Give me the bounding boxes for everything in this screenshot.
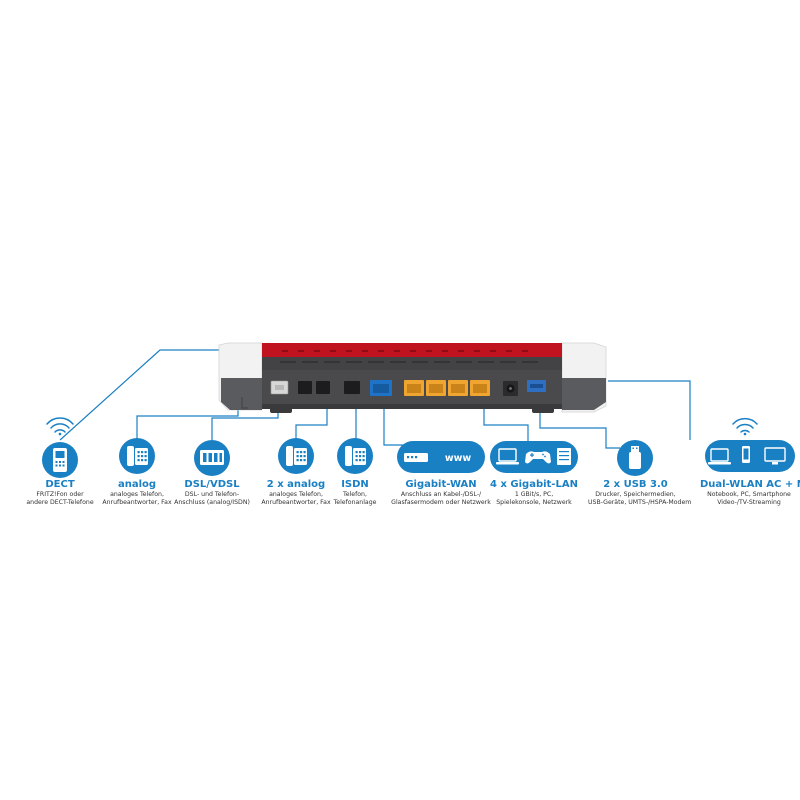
dect-phone-icon <box>42 417 78 478</box>
feature-description: analoges Telefon, <box>269 491 323 498</box>
feature-description: Telefon, <box>343 491 367 498</box>
analog-phone-icon <box>278 438 314 474</box>
isdn-phone-icon <box>337 438 373 474</box>
www-label: www <box>445 453 472 464</box>
feature-wlan: Dual-WLAN AC + N Notebook, PC, Smartphon… <box>700 478 800 508</box>
feature-usb: 2 x USB 3.0 Drucker, Speichermedien, USB… <box>588 478 692 508</box>
feature-title: Gigabit-WAN <box>405 479 477 490</box>
feature-description: FRITZ!Fon oder <box>36 491 84 498</box>
feature-description: analoges Telefon, <box>110 491 164 498</box>
feature-description: Notebook, PC, Smartphone <box>707 491 791 498</box>
feature-title: DECT <box>45 479 75 490</box>
connector-lan <box>483 398 529 445</box>
feature-description: Anschluss an Kabel-/DSL-/ <box>400 491 482 498</box>
feature-title: ISDN <box>341 479 369 490</box>
connector-wlan <box>608 380 691 440</box>
feature-title: DSL/VDSL <box>184 479 240 490</box>
phone-port-2 <box>316 381 330 394</box>
feature-description: Anrufbeantworter, Fax <box>261 499 331 507</box>
usb-stick-icon <box>617 440 653 476</box>
modem-icon <box>194 440 230 476</box>
analog-phone-icon <box>119 438 155 474</box>
feature-description: Drucker, Speichermedien, <box>595 491 676 498</box>
feature-description: andere DECT-Telefone <box>26 499 94 507</box>
isdn-port <box>344 381 360 394</box>
feature-title: 2 x analog <box>266 479 326 490</box>
feature-isdn: ISDN Telefon, Telefonanlage <box>325 478 385 508</box>
feature-title: analog <box>117 479 157 490</box>
feature-lan: 4 x Gigabit-LAN 1 GBit/s, PC, Spielekons… <box>489 478 579 508</box>
phone-port-1 <box>298 381 312 394</box>
feature-description: Telefonanlage <box>333 499 377 507</box>
feature-analog: analog analoges Telefon, Anrufbeantworte… <box>97 478 177 508</box>
feature-description: DSL- und Telefon- <box>184 491 240 498</box>
feature-title: Dual-WLAN AC + N <box>700 479 800 490</box>
feature-analog2: 2 x analog analoges Telefon, Anrufbeantw… <box>256 478 336 508</box>
feature-description: Spielekonsole, Netzwerk <box>496 499 572 507</box>
laptop-gamepad-server-icon <box>490 441 578 473</box>
feature-description: 1 GBit/s, PC, <box>514 491 554 498</box>
connector-usb <box>539 410 620 449</box>
router-foot-left <box>270 407 292 413</box>
router-device <box>218 342 607 413</box>
connector-analog2 <box>295 400 328 440</box>
feature-title: 2 x USB 3.0 <box>603 479 668 490</box>
feature-description: Glasfasermodem oder Netzwerk <box>391 499 491 507</box>
feature-description: Video-/TV-Streaming <box>717 499 781 507</box>
www-router-icon: www <box>397 441 485 473</box>
connector-dect <box>59 349 220 441</box>
feature-description: Anrufbeantworter, Fax <box>102 499 172 507</box>
feature-dsl: DSL/VDSL DSL- und Telefon- Anschluss (an… <box>172 478 252 508</box>
feature-dect: DECT FRITZ!Fon oder andere DECT-Telefone <box>10 478 110 508</box>
feature-title: 4 x Gigabit-LAN <box>490 479 578 490</box>
feature-wan: Gigabit-WAN Anschluss an Kabel-/DSL-/ Gl… <box>391 478 491 508</box>
feature-description: USB-Geräte, UMTS-/HSPA-Modem <box>588 499 692 507</box>
feature-description: Anschluss (analog/ISDN) <box>174 499 250 507</box>
router-foot-right <box>532 407 554 413</box>
wifi-devices-icon <box>705 417 795 472</box>
